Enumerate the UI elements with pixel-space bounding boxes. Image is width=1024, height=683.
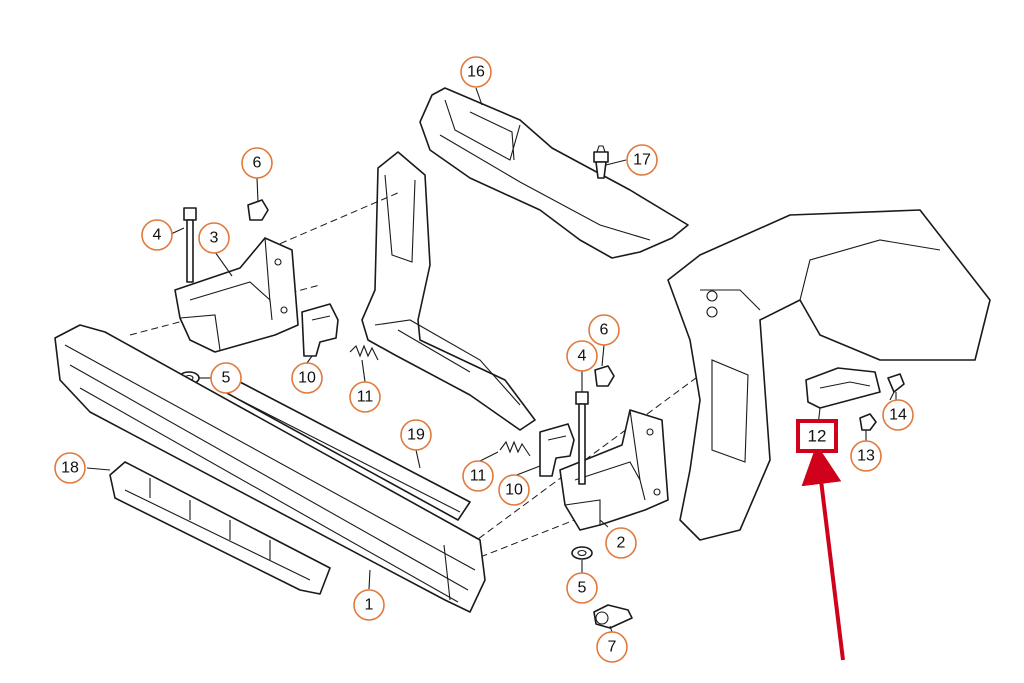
callout-3[interactable]: 3 xyxy=(198,222,230,254)
svg-text:14: 14 xyxy=(889,407,907,424)
leader-lines xyxy=(86,87,897,633)
clip-17 xyxy=(593,145,609,179)
callout-6-left[interactable]: 6 xyxy=(241,147,273,179)
upper-carrier-16 xyxy=(419,87,689,259)
callout-18[interactable]: 18 xyxy=(54,452,86,484)
callout-16[interactable]: 16 xyxy=(460,56,492,88)
callout-5-right[interactable]: 5 xyxy=(566,572,598,604)
svg-text:6: 6 xyxy=(253,155,262,172)
callout-11-left[interactable]: 11 xyxy=(349,381,381,413)
callout-4-left[interactable]: 4 xyxy=(141,219,173,251)
callout-6-right[interactable]: 6 xyxy=(588,314,620,346)
screw-14 xyxy=(887,373,905,401)
svg-text:5: 5 xyxy=(578,580,587,597)
absorber-18 xyxy=(109,461,331,595)
bolt-4-right xyxy=(575,391,589,485)
callout-17[interactable]: 17 xyxy=(626,144,658,176)
svg-text:19: 19 xyxy=(407,427,425,444)
svg-text:3: 3 xyxy=(210,230,219,247)
highlight-arrow xyxy=(801,444,845,661)
callout-12-highlighted[interactable]: 12 xyxy=(796,419,838,453)
latch-10-left xyxy=(301,303,339,357)
svg-text:4: 4 xyxy=(153,227,162,244)
nut-13 xyxy=(859,413,877,431)
callout-13[interactable]: 13 xyxy=(850,440,882,472)
svg-text:10: 10 xyxy=(505,482,523,499)
svg-text:7: 7 xyxy=(608,639,617,656)
spring-11-right xyxy=(499,440,531,457)
svg-text:5: 5 xyxy=(222,370,231,387)
svg-text:10: 10 xyxy=(298,370,316,387)
callout-1[interactable]: 1 xyxy=(353,589,385,621)
callout-19[interactable]: 19 xyxy=(400,419,432,451)
callout-10-right[interactable]: 10 xyxy=(498,474,530,506)
spring-11-left xyxy=(349,344,379,361)
bumper-beam-1 xyxy=(54,324,486,613)
right-bracket-2 xyxy=(559,409,669,531)
latch-10-right xyxy=(539,423,575,477)
bolt-4-left xyxy=(183,207,197,283)
callout-7[interactable]: 7 xyxy=(596,631,628,663)
washer-5-right xyxy=(571,546,593,560)
guide-bracket-12 xyxy=(805,367,881,409)
left-bracket-3 xyxy=(174,237,299,353)
nut-6-right xyxy=(594,365,615,387)
callout-11-right[interactable]: 11 xyxy=(462,460,494,492)
svg-text:17: 17 xyxy=(633,152,651,169)
callout-10-left[interactable]: 10 xyxy=(291,362,323,394)
callout-4-right[interactable]: 4 xyxy=(566,340,598,372)
svg-text:1: 1 xyxy=(365,597,374,614)
svg-text:11: 11 xyxy=(470,468,487,485)
svg-text:12: 12 xyxy=(808,427,827,446)
callout-14[interactable]: 14 xyxy=(882,399,914,431)
side-panel xyxy=(667,209,991,541)
svg-text:11: 11 xyxy=(357,389,374,406)
callout-5-left[interactable]: 5 xyxy=(210,362,242,394)
svg-text:18: 18 xyxy=(61,460,79,477)
bolt-7 xyxy=(593,604,633,629)
svg-text:6: 6 xyxy=(600,322,609,339)
svg-text:13: 13 xyxy=(857,448,875,465)
svg-text:16: 16 xyxy=(467,64,485,81)
callout-2[interactable]: 2 xyxy=(605,527,637,559)
vertical-support xyxy=(361,151,536,431)
svg-text:2: 2 xyxy=(617,535,626,552)
nut-6-left xyxy=(247,199,269,221)
svg-text:4: 4 xyxy=(578,348,587,365)
